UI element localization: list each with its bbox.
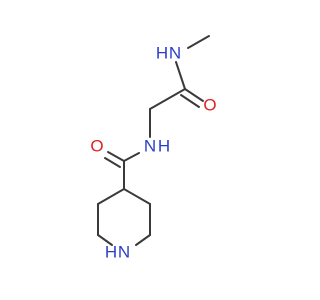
bond-methyl-nh (187, 35, 210, 49)
bond-nh-carbonyl-c (175, 61, 186, 90)
atom-o-glycine-carbonyl: O (203, 96, 216, 115)
bond-amide-n-carbonyl (123, 152, 140, 162)
molecule-diagram: H N O N H O H N (90, 35, 217, 262)
atom-n-piperidine: N (118, 243, 130, 262)
bonds (97, 35, 210, 246)
atom-n-amide: N (144, 137, 156, 156)
ring-bond-6 (97, 188, 125, 205)
bond-amide-co-1 (107, 151, 125, 162)
atom-o-piperidine-carbonyl: O (90, 137, 103, 156)
atom-n-methylamide-h: H (156, 44, 168, 63)
bond-carbonyl-o-1 (184, 88, 204, 102)
bond-carbonyl-ch2 (149, 88, 186, 110)
atoms: H N O N H O H N (90, 44, 216, 262)
atom-n-amide-h: H (158, 137, 170, 156)
ring-bond-1 (123, 188, 151, 205)
atom-n-methylamide: N (169, 44, 181, 63)
bond-carbonyl-o-2 (180, 94, 200, 108)
ring-bond-3 (135, 234, 151, 246)
bond-amide-co-2 (104, 157, 121, 168)
atom-n-piperidine-h: H (105, 243, 117, 262)
ring-bond-4 (97, 234, 113, 246)
